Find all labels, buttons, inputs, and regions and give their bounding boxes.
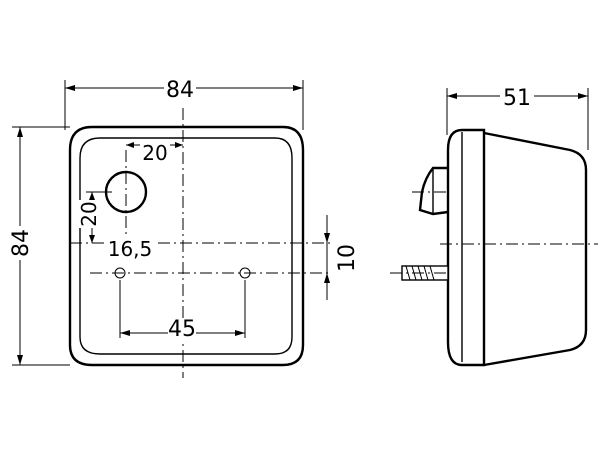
hole-spacing-arrow-left bbox=[120, 330, 130, 336]
hole-spacing-label: 45 bbox=[168, 317, 196, 342]
width-dimension-label: 84 bbox=[166, 78, 194, 103]
front-view: 84 84 20 20 16,5 45 bbox=[8, 76, 360, 378]
mounting-hole-right bbox=[239, 267, 251, 279]
bulb-offset-label: 16,5 bbox=[108, 237, 153, 261]
height-dimension-label: 84 bbox=[9, 229, 34, 257]
side-rear-body bbox=[483, 131, 588, 367]
bulb-width-arrow-left bbox=[126, 142, 134, 148]
connector-socket bbox=[418, 166, 449, 216]
hole-offset-label: 10 bbox=[335, 244, 360, 272]
bulb-height-label: 20 bbox=[77, 201, 101, 226]
bulb-width-arrow-right bbox=[175, 142, 183, 148]
depth-dimension-label: 51 bbox=[503, 86, 531, 111]
depth-arrow-right bbox=[578, 93, 588, 99]
housing-outer-outline bbox=[68, 125, 305, 367]
hole-offset-arrow-bottom bbox=[324, 273, 330, 283]
height-arrow-top bbox=[17, 127, 23, 137]
side-view: 51 bbox=[390, 84, 598, 367]
hole-offset-arrow-top bbox=[324, 233, 330, 243]
bulb-height-arrow-top bbox=[89, 192, 95, 200]
width-arrow-right bbox=[293, 85, 303, 91]
mounting-hole-left bbox=[114, 267, 126, 279]
bulb-height-arrow-bottom bbox=[89, 235, 95, 243]
bulb-width-label: 20 bbox=[142, 141, 167, 165]
depth-arrow-left bbox=[447, 93, 457, 99]
height-arrow-bottom bbox=[17, 355, 23, 365]
width-arrow-left bbox=[65, 85, 75, 91]
side-lens-plate bbox=[446, 128, 486, 367]
housing-inner-outline bbox=[79, 137, 293, 355]
hole-spacing-arrow-right bbox=[235, 330, 245, 336]
